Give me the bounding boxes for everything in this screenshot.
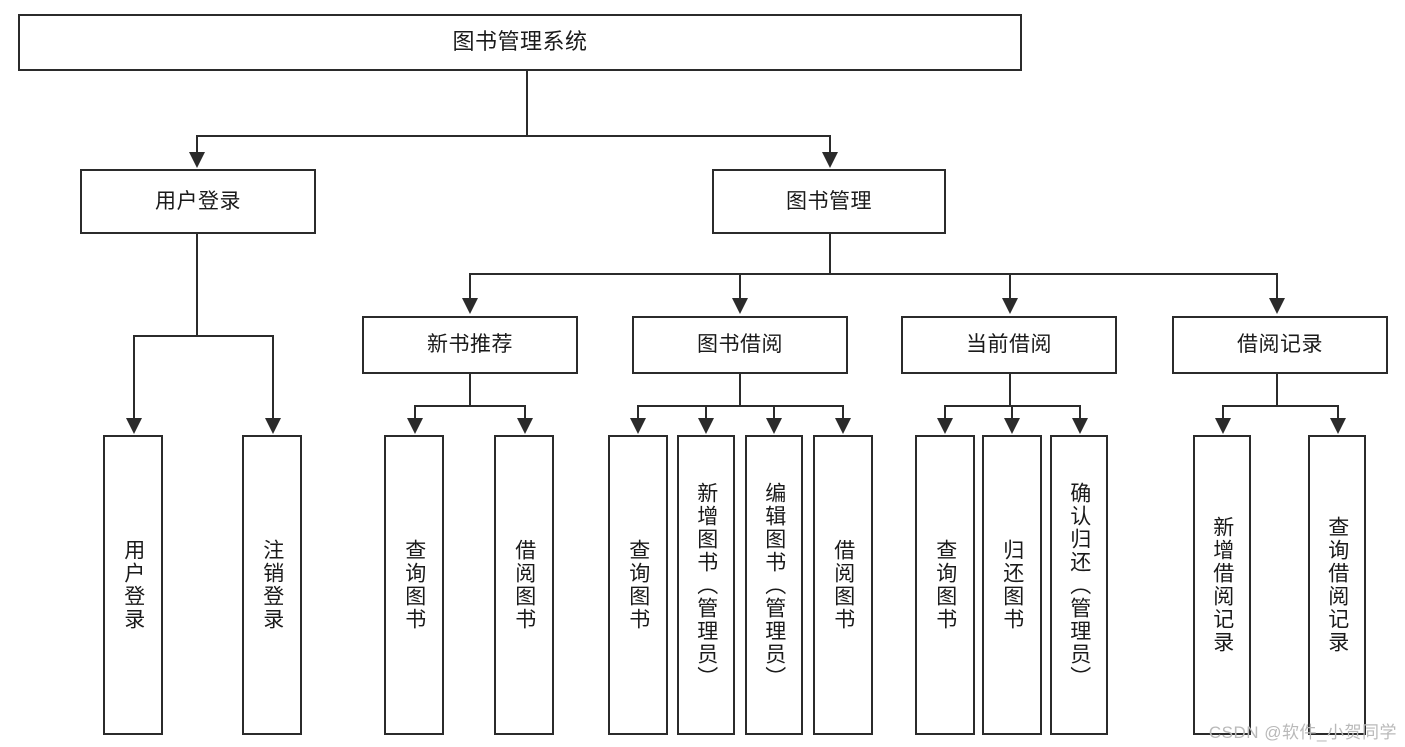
connector-book-borrow-bus xyxy=(637,405,842,407)
arrowhead-new-book-leaf-2 xyxy=(517,418,533,434)
connector-bm-to-new-book xyxy=(469,273,471,299)
node-current-borrow[interactable]: 当前借阅 xyxy=(901,316,1117,374)
leaf-book-borrow-borrow-book[interactable]: 借阅图书 xyxy=(813,435,873,735)
node-label: 查询图书 xyxy=(626,539,650,631)
node-label: 借阅记录 xyxy=(1237,333,1323,357)
connector-book-borrow-stem xyxy=(739,374,741,405)
connector-root-stem xyxy=(526,71,528,135)
node-label: 编辑图书（管理员） xyxy=(762,481,786,689)
node-borrow-record[interactable]: 借阅记录 xyxy=(1172,316,1388,374)
node-label: 查询图书 xyxy=(933,539,957,631)
connector-new-book-stem xyxy=(469,374,471,405)
connector-new-book-to-leaf-2 xyxy=(524,405,526,419)
arrowhead-bm-book-borrow xyxy=(732,298,748,314)
leaf-new-book-query-book[interactable]: 查询图书 xyxy=(384,435,444,735)
node-root-book-management-system[interactable]: 图书管理系统 xyxy=(18,14,1022,71)
connector-book-management-bus xyxy=(469,273,1276,275)
node-label: 图书管理 xyxy=(786,189,872,213)
node-label: 注销登录 xyxy=(260,539,284,631)
arrowhead-bm-borrow-record xyxy=(1269,298,1285,314)
leaf-new-book-borrow-book[interactable]: 借阅图书 xyxy=(494,435,554,735)
leaf-borrow-record-query-record[interactable]: 查询借阅记录 xyxy=(1308,435,1366,735)
node-new-book-recommendation[interactable]: 新书推荐 xyxy=(362,316,578,374)
leaf-user-login-logout[interactable]: 注销登录 xyxy=(242,435,302,735)
leaf-book-borrow-query-book[interactable]: 查询图书 xyxy=(608,435,668,735)
leaf-current-borrow-query-book[interactable]: 查询图书 xyxy=(915,435,975,735)
connector-root-bus xyxy=(196,135,830,137)
connector-current-borrow-stem xyxy=(1009,374,1011,405)
node-label: 新增图书（管理员） xyxy=(694,481,718,689)
arrowhead-book-borrow-leaf-1 xyxy=(630,418,646,434)
connector-borrow-record-stem xyxy=(1276,374,1278,405)
connector-borrow-record-to-leaf-1 xyxy=(1222,405,1224,419)
arrowhead-current-borrow-leaf-1 xyxy=(937,418,953,434)
connector-user-login-stem xyxy=(196,234,198,335)
arrowhead-root-to-book-management xyxy=(822,152,838,168)
arrowhead-borrow-record-leaf-2 xyxy=(1330,418,1346,434)
connector-new-book-bus xyxy=(414,405,524,407)
node-label: 当前借阅 xyxy=(966,333,1052,357)
connector-book-borrow-to-leaf-2 xyxy=(705,405,707,419)
node-book-management[interactable]: 图书管理 xyxy=(712,169,946,234)
connector-book-borrow-to-leaf-4 xyxy=(842,405,844,419)
connector-borrow-record-bus xyxy=(1222,405,1337,407)
node-book-borrow[interactable]: 图书借阅 xyxy=(632,316,848,374)
connector-user-login-to-leaf-2 xyxy=(272,335,274,419)
connector-user-login-to-leaf-1 xyxy=(133,335,135,419)
node-label: 确认归还（管理员） xyxy=(1067,481,1091,689)
arrowhead-new-book-leaf-1 xyxy=(407,418,423,434)
connector-current-borrow-to-leaf-1 xyxy=(944,405,946,419)
leaf-book-borrow-edit-book-admin[interactable]: 编辑图书（管理员） xyxy=(745,435,803,735)
node-label: 借阅图书 xyxy=(512,539,536,631)
leaf-borrow-record-add-record[interactable]: 新增借阅记录 xyxy=(1193,435,1251,735)
connector-borrow-record-to-leaf-2 xyxy=(1337,405,1339,419)
connector-bm-to-current-borrow xyxy=(1009,273,1011,299)
leaf-book-borrow-add-book-admin[interactable]: 新增图书（管理员） xyxy=(677,435,735,735)
node-label: 用户登录 xyxy=(121,539,145,631)
node-label: 图书管理系统 xyxy=(452,29,588,55)
arrowhead-borrow-record-leaf-1 xyxy=(1215,418,1231,434)
node-label: 新增借阅记录 xyxy=(1210,516,1234,654)
connector-new-book-to-leaf-1 xyxy=(414,405,416,419)
connector-user-login-bus xyxy=(133,335,273,337)
node-user-login[interactable]: 用户登录 xyxy=(80,169,316,234)
leaf-current-borrow-return-book[interactable]: 归还图书 xyxy=(982,435,1042,735)
node-label: 新书推荐 xyxy=(427,333,513,357)
node-label: 用户登录 xyxy=(155,189,241,213)
node-label: 图书借阅 xyxy=(697,333,783,357)
connector-bm-to-borrow-record xyxy=(1276,273,1278,299)
arrowhead-current-borrow-leaf-3 xyxy=(1072,418,1088,434)
arrowhead-current-borrow-leaf-2 xyxy=(1004,418,1020,434)
connector-root-to-book-management xyxy=(829,135,831,153)
connector-root-to-user-login xyxy=(196,135,198,153)
arrowhead-user-login-leaf-2 xyxy=(265,418,281,434)
leaf-current-borrow-confirm-return-admin[interactable]: 确认归还（管理员） xyxy=(1050,435,1108,735)
node-label: 归还图书 xyxy=(1000,539,1024,631)
node-label: 借阅图书 xyxy=(831,539,855,631)
node-label: 查询图书 xyxy=(402,539,426,631)
connector-bm-to-book-borrow xyxy=(739,273,741,299)
connector-book-borrow-to-leaf-3 xyxy=(773,405,775,419)
arrowhead-user-login-leaf-1 xyxy=(126,418,142,434)
arrowhead-bm-current-borrow xyxy=(1002,298,1018,314)
connector-book-borrow-to-leaf-1 xyxy=(637,405,639,419)
connector-current-borrow-to-leaf-3 xyxy=(1079,405,1081,419)
node-label: 查询借阅记录 xyxy=(1325,516,1349,654)
arrowhead-book-borrow-leaf-2 xyxy=(698,418,714,434)
leaf-user-login-login[interactable]: 用户登录 xyxy=(103,435,163,735)
connector-current-borrow-to-leaf-2 xyxy=(1011,405,1013,419)
arrowhead-root-to-user-login xyxy=(189,152,205,168)
connector-book-management-stem xyxy=(829,234,831,273)
arrowhead-book-borrow-leaf-4 xyxy=(835,418,851,434)
arrowhead-book-borrow-leaf-3 xyxy=(766,418,782,434)
arrowhead-bm-new-book xyxy=(462,298,478,314)
